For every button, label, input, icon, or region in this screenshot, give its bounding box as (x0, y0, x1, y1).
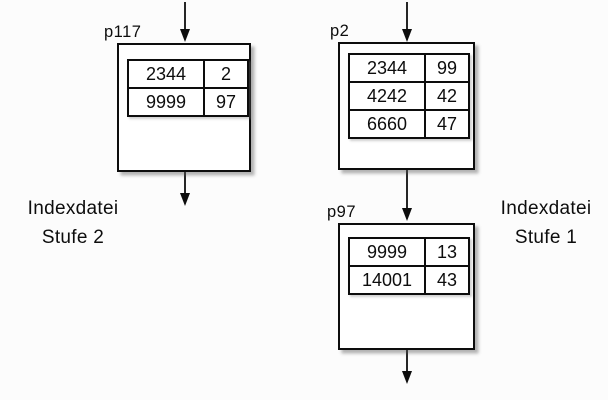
pointer-cell: 2 (203, 59, 249, 89)
table-row: 4242 42 (348, 81, 470, 111)
pointer-cell: 99 (424, 53, 470, 83)
table-row: 2344 99 (348, 53, 470, 83)
side-label-stufe-1: Indexdatei Stufe 1 (482, 194, 608, 252)
side-label-line: Indexdatei (500, 198, 592, 219)
pointer-cell: 13 (424, 237, 470, 267)
node-table-p117: 2344 2 9999 97 (127, 59, 249, 117)
table-row: 2344 2 (127, 59, 249, 89)
side-label-line: Stufe 2 (41, 227, 105, 248)
side-label-line: Indexdatei (27, 198, 119, 219)
pointer-cell: 43 (424, 265, 470, 295)
key-cell: 4242 (348, 81, 426, 111)
arrow-down-p2-to-p97-icon (402, 170, 412, 221)
node-box-p117: 2344 2 9999 97 (117, 43, 251, 172)
node-box-p2: 2344 99 4242 42 6660 47 (338, 42, 475, 170)
pointer-cell: 97 (203, 87, 249, 117)
node-label-p117: p117 (104, 23, 142, 41)
arrow-down-out-of-p117-icon (180, 172, 190, 206)
side-label-stufe-2: Indexdatei Stufe 2 (9, 194, 137, 252)
key-cell: 2344 (127, 59, 205, 89)
node-table-p97: 9999 13 14001 43 (348, 237, 470, 295)
arrow-down-out-of-p97-icon (402, 350, 412, 384)
node-label-p97: p97 (327, 203, 357, 221)
node-box-p97: 9999 13 14001 43 (338, 223, 475, 350)
table-row: 6660 47 (348, 109, 470, 139)
arrow-down-into-p2-icon (402, 2, 412, 42)
key-cell: 2344 (348, 53, 426, 83)
side-label-line: Stufe 1 (514, 227, 578, 248)
node-label-p2: p2 (330, 22, 350, 40)
key-cell: 9999 (127, 87, 205, 117)
arrow-down-into-p117-icon (180, 2, 190, 42)
key-cell: 9999 (348, 237, 426, 267)
key-cell: 14001 (348, 265, 426, 295)
pointer-cell: 42 (424, 81, 470, 111)
table-row: 9999 97 (127, 87, 249, 117)
pointer-cell: 47 (424, 109, 470, 139)
node-table-p2: 2344 99 4242 42 6660 47 (348, 53, 470, 139)
key-cell: 6660 (348, 109, 426, 139)
table-row: 9999 13 (348, 237, 470, 267)
table-row: 14001 43 (348, 265, 470, 295)
